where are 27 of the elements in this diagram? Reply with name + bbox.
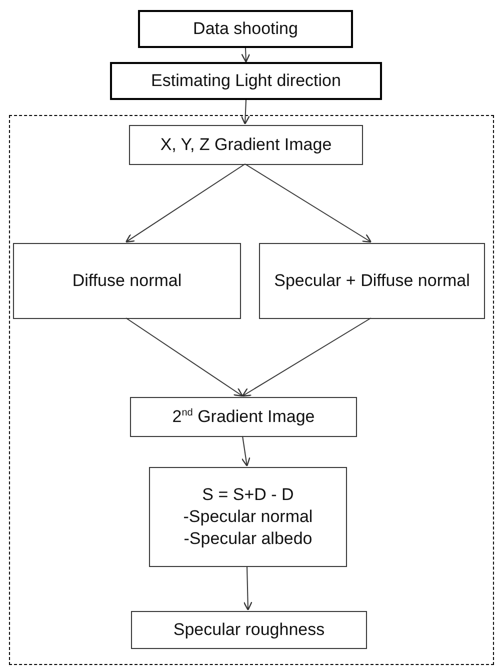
box-label: Estimating Light direction [151, 70, 341, 92]
box-label: 2$^{nd}$ Gradient Image [172, 406, 315, 428]
dashed-region [9, 115, 494, 665]
box-label: Specular roughness [173, 618, 325, 641]
arrow [241, 436, 250, 467]
process-box [138, 10, 353, 48]
arrow [126, 318, 244, 397]
arrow [241, 48, 250, 63]
arrow [240, 100, 250, 125]
arrow [244, 164, 372, 243]
process-box [110, 62, 382, 100]
box-label: Diffuse normal [72, 270, 182, 292]
box-label: S = S+D - D [202, 484, 294, 506]
process-box [130, 397, 357, 437]
box-label: -Specular albedo [184, 528, 312, 550]
process-box [259, 243, 485, 319]
process-box [129, 125, 363, 165]
box-label: Data shooting [193, 18, 298, 40]
box-label: X, Y, Z Gradient Image [160, 134, 332, 156]
process-box [149, 467, 347, 567]
box-label: Specular + Diffuse normal [274, 270, 470, 292]
process-box [13, 243, 241, 319]
box-label: -Specular normal [183, 506, 313, 528]
arrow [125, 164, 246, 243]
process-box [131, 611, 367, 649]
arrow [242, 318, 372, 397]
arrow [243, 566, 252, 611]
